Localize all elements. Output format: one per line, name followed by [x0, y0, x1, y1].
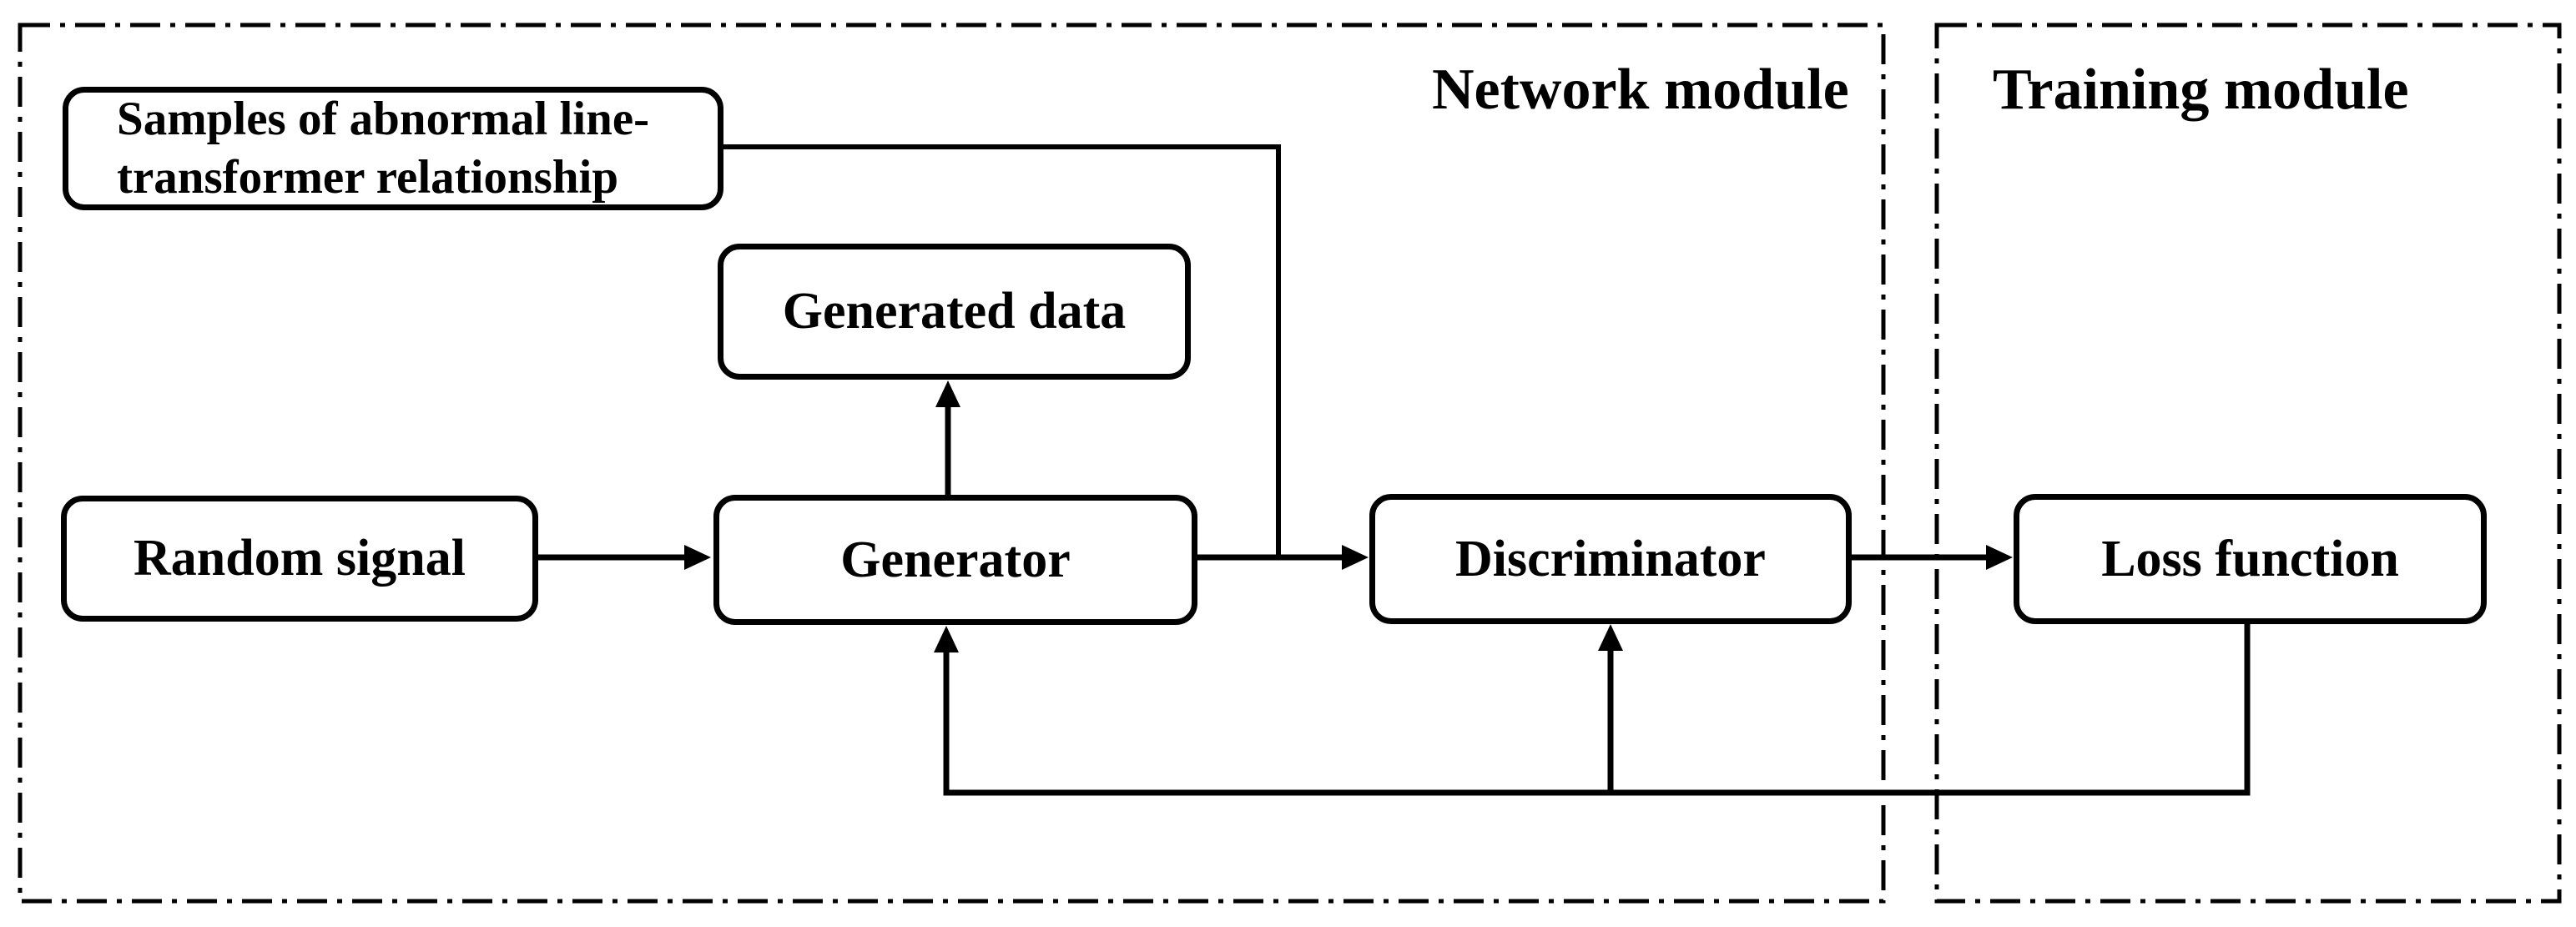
- node-generated-data-label: Generated data: [782, 283, 1127, 340]
- node-random-signal-label: Random signal: [134, 530, 466, 587]
- node-discriminator-label: Discriminator: [1455, 530, 1766, 587]
- node-samples-of-abnormal-relationship: Samples of abnormal line- transformer re…: [63, 87, 723, 210]
- node-generator: Generator: [713, 495, 1197, 625]
- training-module-title: Training module: [1993, 58, 2409, 122]
- network-module-border: [18, 23, 1886, 904]
- arrowhead-discriminator-to-loss: [1986, 545, 2013, 570]
- training-module-border: [1934, 23, 2562, 904]
- arrowhead-feedback-to-discriminator: [1598, 624, 1623, 651]
- network-module-title: Network module: [1432, 58, 1849, 122]
- edge-loss-feedback-to-generator: [943, 624, 2251, 796]
- edge-samples-to-discriminator: [723, 144, 1281, 555]
- node-random-signal: Random signal: [61, 496, 538, 622]
- arrowhead-feedback-to-generator: [934, 626, 959, 652]
- arrowhead-random-to-generator: [684, 545, 711, 570]
- node-loss-function-label: Loss function: [2101, 530, 2399, 587]
- arrowhead-generator-to-discriminator: [1342, 545, 1369, 570]
- node-generator-label: Generator: [840, 531, 1071, 588]
- node-generated-data: Generated data: [718, 244, 1191, 380]
- node-loss-function: Loss function: [2014, 494, 2487, 624]
- arrowhead-generator-to-generated-data: [935, 380, 960, 407]
- node-samples-label: Samples of abnormal line- transformer re…: [117, 93, 650, 204]
- node-discriminator: Discriminator: [1369, 494, 1852, 624]
